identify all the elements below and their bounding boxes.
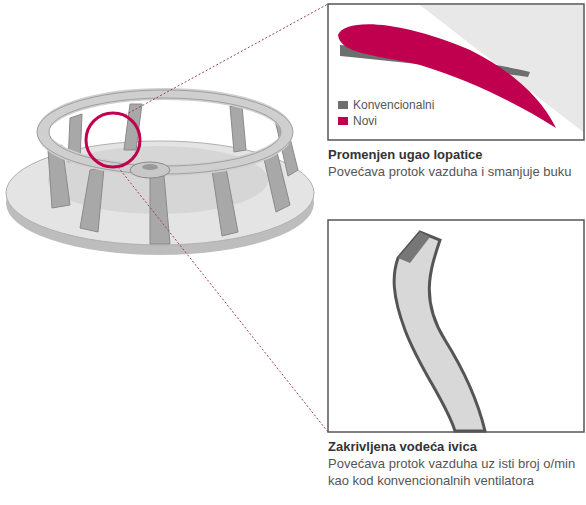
callout-description: Povećava protok vazduha i smanjuje buku [328,163,584,180]
curved-blade [394,232,485,431]
fan-hub-center [142,164,158,170]
fan-ring-edge [49,98,281,166]
legend-label: Konvencionalni [353,98,434,112]
callout-description: Povećava protok vazduha uz isti broj o/m… [328,455,584,489]
fan-ring-edge [37,90,293,174]
legend-entry: Konvencionalni [338,97,434,113]
callout-heading: Promenjen ugao lopatice [328,147,584,163]
fan-ring [43,94,287,170]
legend-label: Novi [353,114,377,128]
inset-area [328,220,584,432]
callout-heading: Zakrivljena vodeća ivica [328,439,584,455]
callout-block: Promenjen ugao lopaticePovećava protok v… [328,4,584,180]
inset-frame [328,220,584,432]
legend-swatch [338,117,348,125]
legend-entry: Novi [338,113,434,129]
legend-swatch [338,101,348,109]
inset-frame [328,4,584,140]
legend: KonvencionalniNovi [338,97,434,129]
blade-edge [398,232,430,263]
leader-line [118,167,328,432]
highlight-circle [86,113,140,167]
new-blade [338,24,556,128]
fan-hub [130,162,170,178]
callout-block: Zakrivljena vodeća ivicaPovećava protok … [328,220,584,489]
leader-line [125,4,328,115]
